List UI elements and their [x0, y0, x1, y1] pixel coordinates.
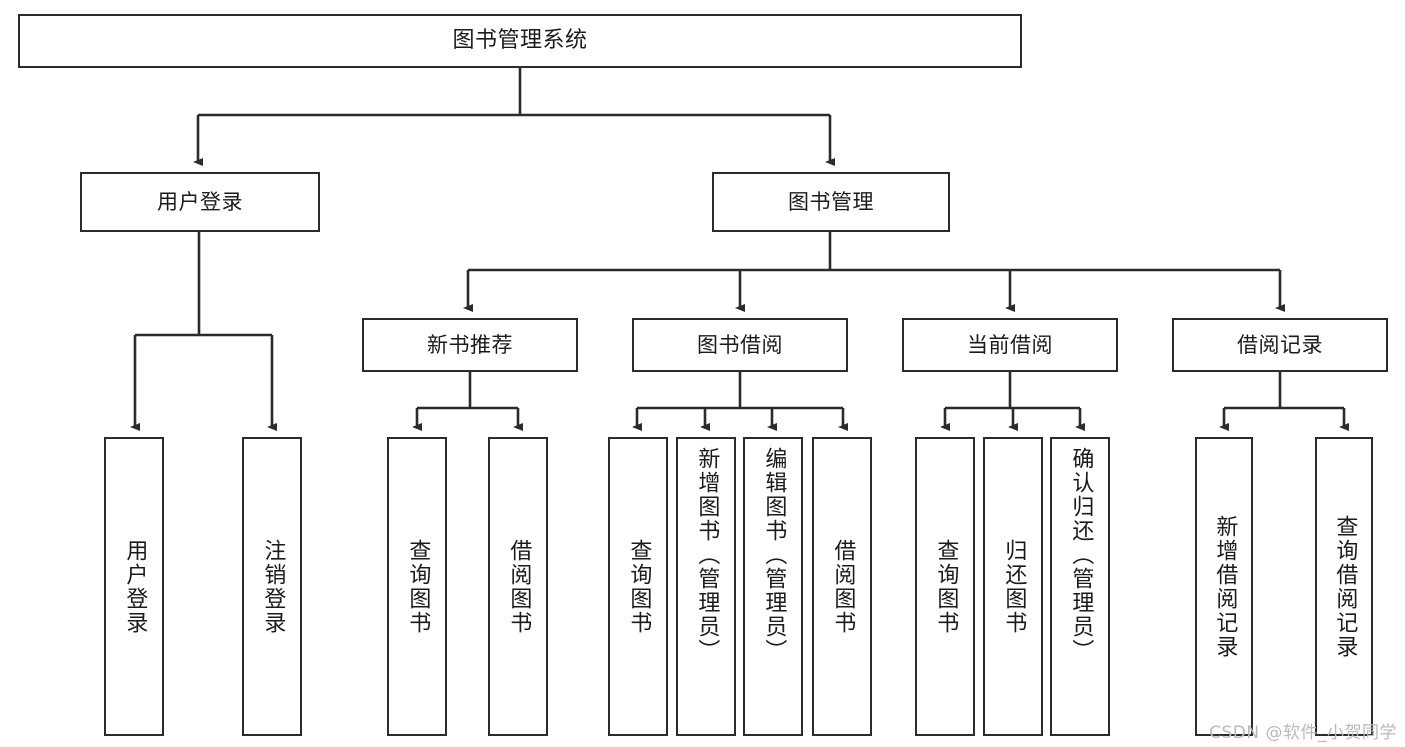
leaf-node[interactable]: 编辑图书（管理员） — [743, 437, 803, 736]
leaf-node[interactable]: 查询图书 — [608, 437, 668, 736]
leaf-node[interactable]: 查询图书 — [387, 437, 447, 736]
leaf-node-label: 注销登录 — [260, 538, 286, 635]
leaf-node-label: 查询图书 — [933, 538, 959, 635]
leaf-node[interactable]: 借阅图书 — [488, 437, 548, 736]
node-root[interactable]: 图书管理系统 — [18, 14, 1022, 68]
leaf-node-label: 借阅图书 — [830, 538, 856, 635]
leaf-node-label: 编辑图书（管理员） — [761, 447, 787, 663]
leaf-node-label: 查询图书 — [626, 538, 652, 635]
node-book-management-label: 图书管理 — [788, 189, 874, 214]
node-borrow-records-label: 借阅记录 — [1237, 332, 1323, 357]
leaf-node-label: 确认归还（管理员） — [1068, 447, 1094, 663]
leaf-node[interactable]: 新增图书（管理员） — [676, 437, 736, 736]
leaf-node-label: 借阅图书 — [506, 538, 532, 635]
leaf-node-label: 用户登录 — [122, 538, 148, 635]
leaf-node-label: 归还图书 — [1001, 538, 1027, 635]
node-root-label: 图书管理系统 — [452, 28, 588, 54]
node-current-borrow-label: 当前借阅 — [967, 332, 1053, 357]
watermark: CSDN @软件_小贺同学 — [1209, 723, 1397, 743]
leaf-node-label: 查询借阅记录 — [1332, 514, 1358, 659]
node-user-login[interactable]: 用户登录 — [80, 172, 320, 232]
leaf-node-label: 新增图书（管理员） — [694, 447, 720, 663]
leaf-node[interactable]: 借阅图书 — [812, 437, 872, 736]
node-user-login-label: 用户登录 — [157, 189, 243, 214]
node-new-book-recommend-label: 新书推荐 — [427, 332, 513, 357]
node-book-borrow-label: 图书借阅 — [697, 332, 783, 357]
node-new-book-recommend[interactable]: 新书推荐 — [362, 318, 578, 372]
leaf-node-label: 新增借阅记录 — [1212, 514, 1238, 659]
leaf-node[interactable]: 注销登录 — [242, 437, 302, 736]
leaf-node[interactable]: 新增借阅记录 — [1195, 437, 1253, 736]
node-borrow-records[interactable]: 借阅记录 — [1172, 318, 1388, 372]
leaf-node[interactable]: 查询图书 — [915, 437, 975, 736]
leaf-node[interactable]: 确认归还（管理员） — [1050, 437, 1110, 736]
leaf-node-label: 查询图书 — [405, 538, 431, 635]
leaf-node[interactable]: 用户登录 — [104, 437, 164, 736]
node-book-management[interactable]: 图书管理 — [712, 172, 950, 232]
leaf-node[interactable]: 归还图书 — [983, 437, 1043, 736]
leaf-node[interactable]: 查询借阅记录 — [1315, 437, 1373, 736]
node-current-borrow[interactable]: 当前借阅 — [902, 318, 1118, 372]
node-book-borrow[interactable]: 图书借阅 — [632, 318, 848, 372]
